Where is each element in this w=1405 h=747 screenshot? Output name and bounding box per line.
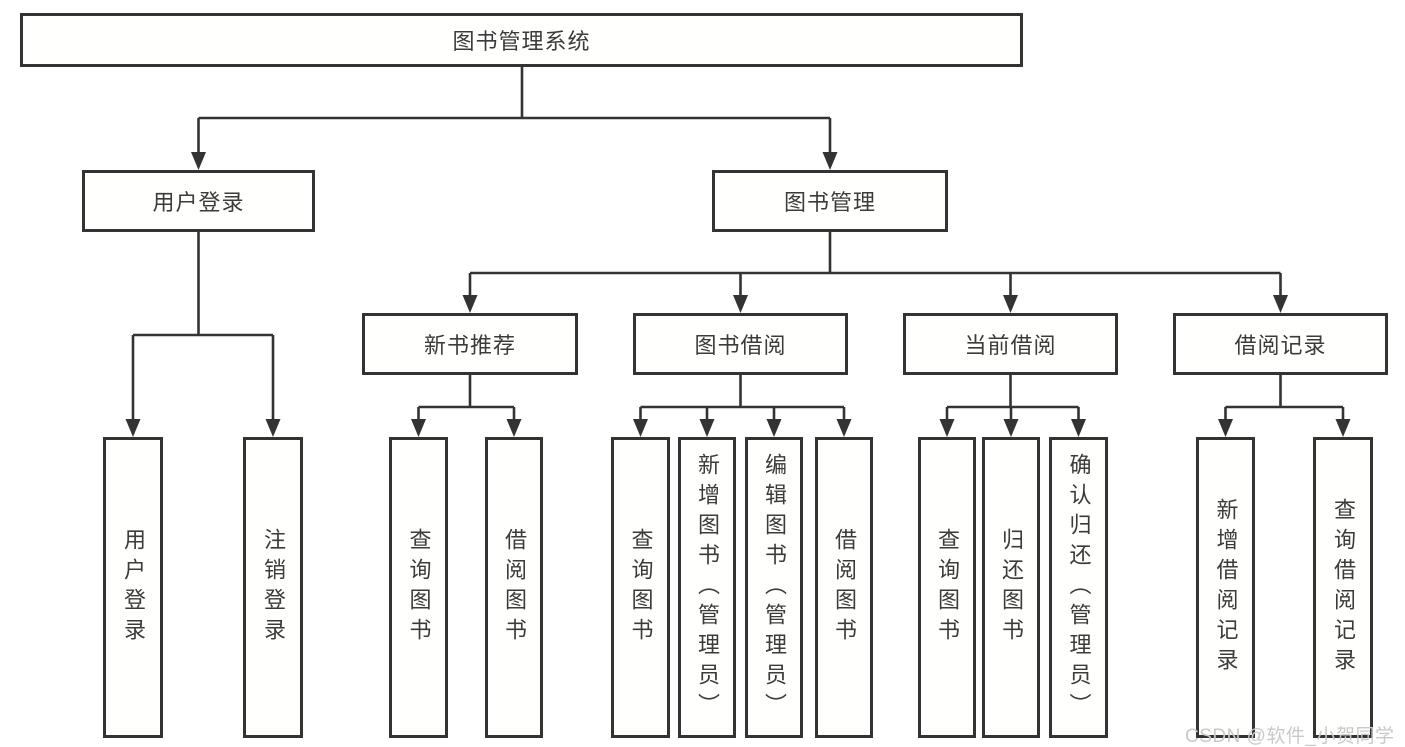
node-label: 注销登录 — [261, 527, 286, 648]
node-label: 归还图书 — [999, 527, 1024, 648]
leaf-query-books-borrow: 查询图书 — [611, 437, 670, 738]
node-new-book-recommendation: 新书推荐 — [362, 313, 578, 375]
node-label: 查询图书 — [935, 527, 960, 648]
node-label: 用户登录 — [152, 190, 245, 215]
leaf-borrow-books: 借阅图书 — [815, 437, 873, 738]
node-label: 查询图书 — [406, 527, 432, 648]
node-book-management-system: 图书管理系统 — [20, 13, 1023, 67]
node-label: 查询图书 — [628, 527, 654, 648]
node-label: 图书管理系统 — [452, 29, 591, 54]
node-label: 当前借阅 — [964, 333, 1057, 358]
leaf-borrow-books-recommend: 借阅图书 — [485, 437, 543, 738]
node-label: 新增借阅记录 — [1213, 497, 1239, 678]
node-label: 图书借阅 — [694, 333, 787, 358]
leaf-logout: 注销登录 — [243, 437, 303, 738]
leaf-edit-book-admin: 编辑图书（管理员） — [745, 437, 803, 738]
leaf-query-borrow-record: 查询借阅记录 — [1313, 437, 1373, 738]
watermark: CSDN @软件_小贺同学 — [1185, 726, 1395, 747]
node-label: 查询借阅记录 — [1331, 497, 1356, 678]
node-label: 新增图书（管理员） — [695, 452, 720, 723]
node-label: 图书管理 — [783, 190, 876, 215]
leaf-query-books-recommend: 查询图书 — [389, 437, 448, 738]
node-book-borrowing: 图书借阅 — [633, 313, 848, 375]
node-current-borrowing: 当前借阅 — [903, 313, 1118, 375]
node-label: 确认归还（管理员） — [1066, 452, 1092, 723]
node-label: 用户登录 — [121, 527, 146, 648]
node-book-management: 图书管理 — [712, 170, 948, 232]
arrowheads — [125, 152, 1351, 437]
node-borrowing-records: 借阅记录 — [1173, 313, 1388, 375]
node-user-login: 用户登录 — [82, 170, 315, 232]
leaf-user-login: 用户登录 — [103, 437, 163, 738]
leaf-return-books: 归还图书 — [982, 437, 1040, 738]
leaf-confirm-return-admin: 确认归还（管理员） — [1049, 437, 1108, 738]
edge-paths — [131, 67, 1345, 420]
leaf-add-borrow-record: 新增借阅记录 — [1196, 437, 1255, 738]
node-label: 借阅图书 — [502, 527, 527, 648]
node-label: 新书推荐 — [423, 333, 516, 358]
node-label: 借阅图书 — [832, 527, 857, 648]
leaf-add-book-admin: 新增图书（管理员） — [678, 437, 736, 738]
node-label: 编辑图书（管理员） — [762, 452, 787, 723]
node-label: 借阅记录 — [1234, 333, 1327, 358]
leaf-query-books-current: 查询图书 — [918, 437, 976, 738]
